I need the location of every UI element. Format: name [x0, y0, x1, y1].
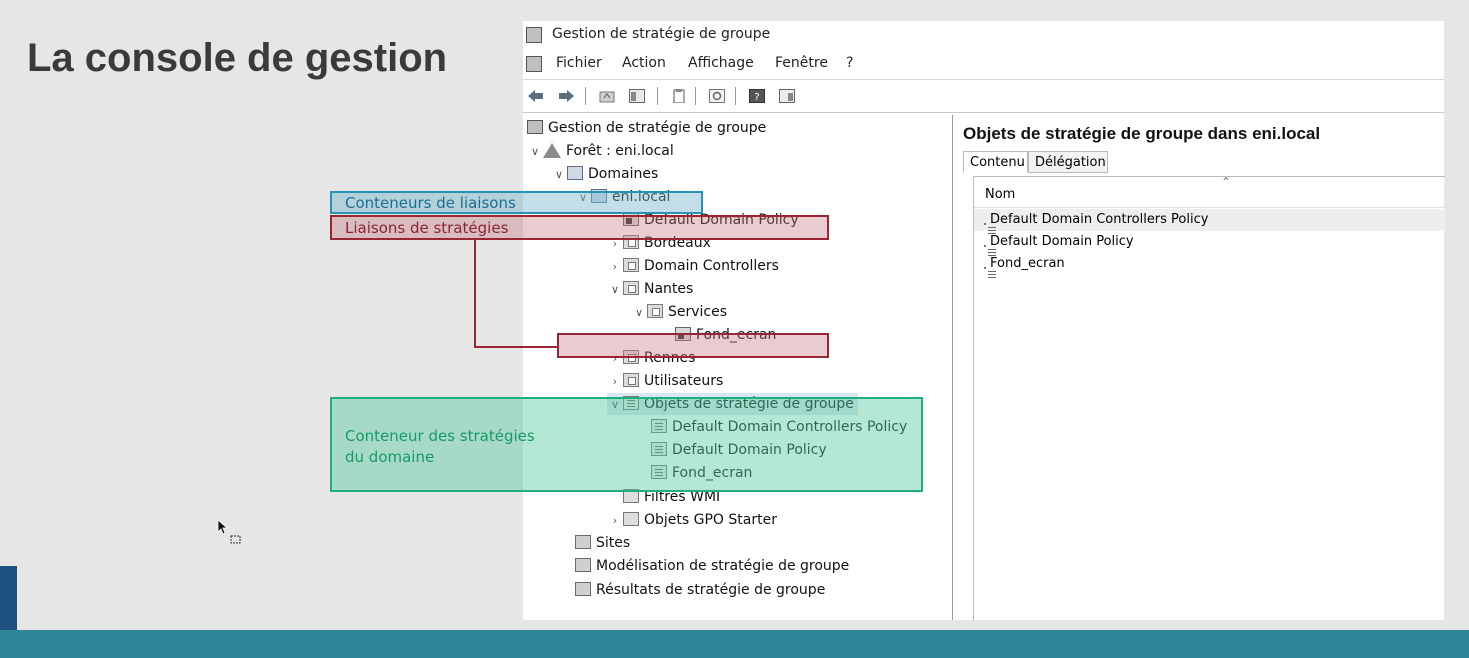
menu-help[interactable]: ? [846, 55, 854, 71]
connector-line [474, 346, 558, 348]
back-arrow-icon[interactable] [528, 89, 544, 103]
tab-contenu[interactable]: Contenu [963, 151, 1028, 173]
menu-fenetre[interactable]: Fenêtre [775, 55, 828, 71]
gpm-icon [526, 56, 542, 72]
modeling-icon [575, 558, 591, 572]
properties-icon[interactable] [779, 89, 795, 103]
gpo-icon [651, 465, 667, 479]
tree-item-utilisateurs[interactable]: ›Utilisateurs [607, 370, 723, 392]
slide-title: La console de gestion [27, 36, 448, 80]
chevron-down-icon[interactable]: ∨ [610, 283, 620, 296]
console-tree: Gestion de stratégie de groupe ∨Forêt : … [523, 115, 953, 620]
wmi-icon [623, 489, 639, 503]
gpo-icon [651, 419, 667, 433]
list-item[interactable]: Default Domain Controllers Policy [984, 209, 1208, 231]
connector-line [474, 239, 476, 348]
gpo-container-icon [623, 396, 639, 410]
tab-delegation[interactable]: Délégation [1028, 151, 1108, 173]
tree-item-gpo-ddcp[interactable]: Default Domain Controllers Policy [635, 416, 907, 438]
window-title: Gestion de stratégie de groupe [552, 26, 771, 42]
gpm-icon [527, 120, 543, 134]
menu-action[interactable]: Action [622, 55, 666, 71]
gpm-icon [526, 27, 542, 43]
forward-arrow-icon[interactable] [558, 89, 574, 103]
column-header-nom[interactable]: Nom ⌃ [974, 175, 1445, 208]
ou-icon [623, 373, 639, 387]
results-icon [575, 582, 591, 596]
toolbar-separator [585, 87, 586, 105]
tree-item-forest[interactable]: ∨Forêt : eni.local [527, 140, 674, 162]
tree-item-wmi-filters[interactable]: Filtres WMI [607, 486, 720, 508]
annotation-policy-links: Liaisons de stratégies [330, 215, 829, 240]
gpo-icon [984, 267, 996, 272]
tree-item-sites[interactable]: Sites [559, 532, 630, 554]
annotation-link-containers: Conteneurs de liaisons [330, 191, 703, 214]
tree-item-services[interactable]: ∨Services [631, 301, 727, 323]
list-item[interactable]: Fond_ecran [984, 253, 1065, 275]
mouse-cursor-icon [217, 519, 241, 544]
toolbar-separator [735, 87, 736, 105]
help-icon[interactable]: ? [749, 89, 765, 103]
ou-icon [647, 304, 663, 318]
chevron-down-icon[interactable]: ∨ [634, 306, 644, 319]
menu-affichage[interactable]: Affichage [688, 55, 754, 71]
toolbar-separator [695, 87, 696, 105]
chevron-right-icon[interactable]: › [612, 352, 618, 365]
menu-fichier[interactable]: Fichier [556, 55, 602, 71]
chevron-right-icon[interactable]: › [612, 237, 618, 250]
window-titlebar: Gestion de stratégie de groupe [523, 21, 1444, 49]
annotation-domain-policies: Conteneur des stratégies du domaine [330, 397, 923, 492]
gpo-list: Nom ⌃ Default Domain Controllers Policy … [973, 175, 1445, 621]
forest-icon [543, 142, 561, 158]
tree-item-nantes[interactable]: ∨Nantes [607, 278, 693, 300]
tree-item-domaines[interactable]: ∨Domaines [551, 163, 658, 185]
domains-icon [567, 166, 583, 180]
annotation-policy-link-fond-ecran [557, 333, 829, 358]
tree-item-eni-local[interactable]: ∨eni.local [575, 186, 670, 208]
bottom-bar [0, 630, 1469, 658]
starter-gpo-icon [623, 512, 639, 526]
gpmc-window: Gestion de stratégie de groupe Fichier A… [523, 21, 1445, 621]
ou-icon [623, 281, 639, 295]
row-highlight [974, 209, 1445, 231]
up-folder-icon[interactable] [599, 89, 615, 103]
gpo-icon [651, 442, 667, 456]
tree-item-results[interactable]: Résultats de stratégie de groupe [559, 579, 825, 601]
ou-icon [623, 258, 639, 272]
tree-item-starter-gpo[interactable]: ›Objets GPO Starter [607, 509, 777, 531]
svg-text:?: ? [754, 92, 759, 103]
toolbar-separator [657, 87, 658, 105]
chevron-down-icon[interactable]: ∨ [554, 168, 564, 181]
clipboard-icon[interactable] [671, 89, 687, 103]
chevron-right-icon[interactable]: › [612, 260, 618, 273]
show-hide-tree-icon[interactable] [629, 89, 645, 103]
tree-item-gpo-fond-ecran[interactable]: Fond_ecran [635, 462, 752, 484]
chevron-right-icon[interactable]: › [612, 514, 618, 527]
tree-item-gpo-ddp[interactable]: Default Domain Policy [635, 439, 827, 461]
list-item[interactable]: Default Domain Policy [984, 231, 1134, 253]
refresh-icon[interactable] [709, 89, 725, 103]
menu-bar: Fichier Action Affichage Fenêtre ? [523, 51, 1444, 77]
chevron-down-icon[interactable]: ∨ [610, 398, 620, 411]
gpo-icon [984, 245, 996, 250]
chevron-down-icon[interactable]: ∨ [578, 191, 588, 204]
details-pane: Objets de stratégie de groupe dans eni.l… [953, 115, 1445, 621]
sort-ascending-icon: ⌃ [1221, 175, 1232, 189]
toolbar: ? [523, 79, 1444, 113]
chevron-right-icon[interactable]: › [612, 375, 618, 388]
tree-item-domain-controllers[interactable]: ›Domain Controllers [607, 255, 779, 277]
gpo-icon [984, 223, 996, 228]
tree-item-gpm-root[interactable]: Gestion de stratégie de groupe [527, 117, 766, 139]
sites-icon [575, 535, 591, 549]
tree-item-modeling[interactable]: Modélisation de stratégie de groupe [559, 555, 849, 577]
chevron-down-icon[interactable]: ∨ [530, 145, 540, 158]
details-title: Objets de stratégie de groupe dans eni.l… [963, 124, 1321, 143]
